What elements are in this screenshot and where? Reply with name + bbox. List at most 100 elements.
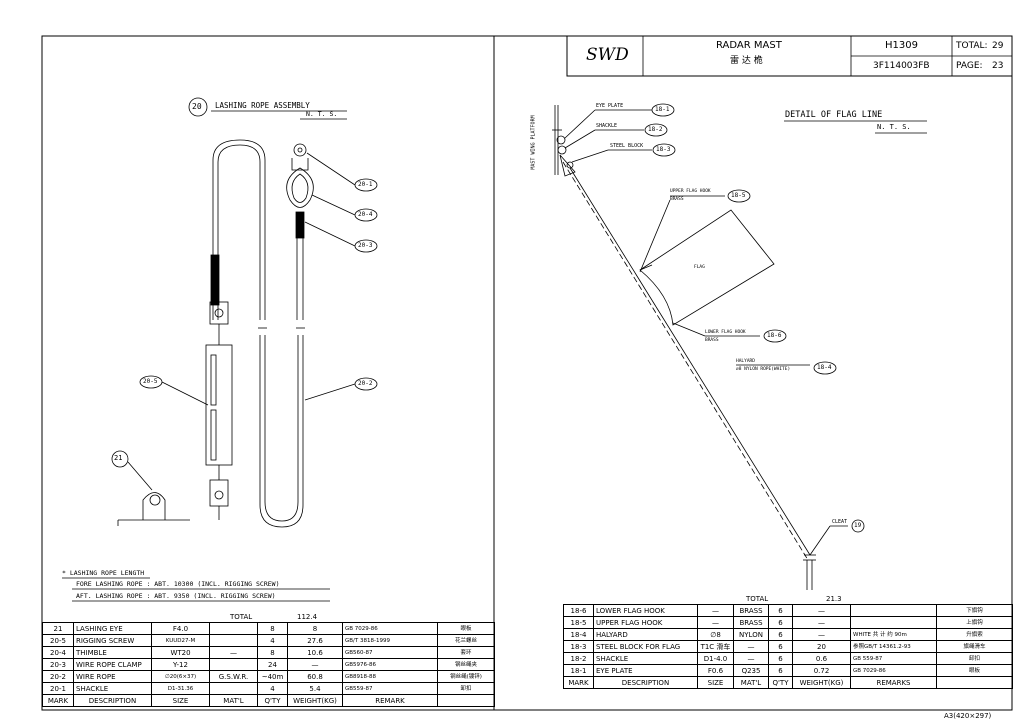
left-bom-cell: GB8918-88 — [342, 670, 438, 683]
right-bom-cell: 卸扣 — [936, 652, 1013, 665]
left-bom-cell — [209, 622, 258, 635]
right-bom-cell: 6 — [768, 616, 793, 629]
callout-18-2: 18-2 — [648, 126, 663, 133]
right-bom-cell: 18-1 — [563, 664, 594, 677]
drawing-title: RADAR MAST — [716, 40, 782, 51]
right-bom-cell: — — [697, 604, 734, 617]
left-bom-cell: — — [209, 646, 258, 659]
left-bom-cell: 10.6 — [287, 646, 343, 659]
right-bom-cell: 眼板 — [936, 664, 1013, 677]
note-fore-rope: FORE LASHING ROPE : ABT. 10300 (INCL. RI… — [76, 580, 280, 588]
right-bom-cell: — — [792, 604, 851, 617]
left-bom-header-cell: WEIGHT(KG) — [287, 694, 343, 707]
left-bom-header-cell: MARK — [42, 694, 74, 707]
right-bom-cell — [850, 604, 937, 617]
right-bom-cell: 18-4 — [563, 628, 594, 641]
left-bom-cell: GB560-87 — [342, 646, 438, 659]
left-bom-cell: — — [287, 658, 343, 671]
left-bom-cell: G.S.W.R. — [209, 670, 258, 683]
callout-18-1: 18-1 — [655, 106, 670, 113]
right-bom-cell: — — [733, 652, 769, 665]
right-bom-header-cell: Q'TY — [768, 676, 793, 689]
right-bom-cell: F0.6 — [697, 664, 734, 677]
left-bom-cell: ~40m — [257, 670, 288, 683]
left-bom-cell: KUUD27-M — [151, 634, 210, 647]
right-bom-cell: 0.72 — [792, 664, 851, 677]
left-bom-cell: 卸扣 — [437, 682, 495, 695]
right-bom-cell: Q235 — [733, 664, 769, 677]
right-bom-cell: NYLON — [733, 628, 769, 641]
left-bom-cell: 8 — [257, 646, 288, 659]
left-bom-cell: WIRE ROPE CLAMP — [73, 658, 152, 671]
right-bom-cell: 0.6 — [792, 652, 851, 665]
page-value: 23 — [992, 61, 1004, 71]
left-bom-cell: GB 7029-86 — [342, 622, 438, 635]
left-bom-cell: ∅20(6×37) — [151, 670, 210, 683]
left-bom-cell: SHACKLE — [73, 682, 152, 695]
drawing-number: H1309 — [885, 40, 918, 51]
right-bom-cell: WHITE 共 计 约 90m — [850, 628, 937, 641]
assembly-mark: 20 — [192, 102, 202, 111]
left-bom-header-cell: Q'TY — [257, 694, 288, 707]
right-bom-cell: 6 — [768, 628, 793, 641]
left-bom-cell — [209, 634, 258, 647]
callout-21: 21 — [114, 454, 123, 462]
label-flag: FLAG — [694, 265, 705, 270]
left-bom-cell — [209, 658, 258, 671]
callout-20-5: 20-5 — [143, 378, 158, 385]
right-bom-cell: D1-4.0 — [697, 652, 734, 665]
label-cleat: CLEAT — [832, 519, 848, 525]
right-bom-header-cell: MARK — [563, 676, 594, 689]
right-bom-cell: 6 — [768, 652, 793, 665]
right-bom-cell: 18-3 — [563, 640, 594, 653]
right-bom-cell: HALYARD — [593, 628, 698, 641]
left-bom-cell: GB559-87 — [342, 682, 438, 695]
left-bom-header-cell: REMARK — [342, 694, 438, 707]
note-heading: * LASHING ROPE LENGTH — [62, 569, 145, 577]
left-bom-cell: WT20 — [151, 646, 210, 659]
right-bom-cell: 升旗索 — [936, 628, 1013, 641]
left-bom-header-cell: SIZE — [151, 694, 210, 707]
right-bom-header-cell: MAT'L — [733, 676, 769, 689]
left-bom-cell: 27.6 — [287, 634, 343, 647]
left-bom-cell: 4 — [257, 634, 288, 647]
right-bom-cell — [850, 616, 937, 629]
callout-20-2: 20-2 — [358, 380, 373, 387]
company-logo-text: SWD — [586, 45, 629, 65]
right-bom-cell: 下旗钩 — [936, 604, 1013, 617]
left-bom-cell: F4.0 — [151, 622, 210, 635]
left-bom-cell: WIRE ROPE — [73, 670, 152, 683]
left-bom-header-cell: DESCRIPTION — [73, 694, 152, 707]
callout-18-5: 18-5 — [731, 192, 746, 199]
assembly-scale: N. T. S. — [306, 110, 338, 118]
right-bom-cell: GB 559-87 — [850, 652, 937, 665]
callout-19: 19 — [854, 522, 862, 529]
left-bom-cell: 20-3 — [42, 658, 74, 671]
label-lower-flag-hook: LOWER FLAG HOOK — [705, 330, 746, 335]
left-bom-cell: 20-4 — [42, 646, 74, 659]
right-bom-cell: EYE PLATE — [593, 664, 698, 677]
left-bom-cell: 20-1 — [42, 682, 74, 695]
right-bom-header-cell: REMARKS — [850, 676, 937, 689]
label-nylon-rope: ∅8 NYLON ROPE(WHITE) — [736, 367, 791, 372]
right-bom-cell: ∅8 — [697, 628, 734, 641]
flag-line-scale: N. T. S. — [877, 123, 911, 131]
left-bom-total-label: TOTAL — [230, 613, 253, 621]
right-bom-cell: GB 7029-86 — [850, 664, 937, 677]
left-bom-cell: 24 — [257, 658, 288, 671]
right-bom-cell: 旗绳滑车 — [936, 640, 1013, 653]
left-bom-cell: 4 — [257, 682, 288, 695]
left-bom-cell: GB5976-86 — [342, 658, 438, 671]
label-upper-flag-hook: UPPER FLAG HOOK — [670, 189, 711, 194]
label-shackle: SHACKLE — [596, 123, 618, 129]
